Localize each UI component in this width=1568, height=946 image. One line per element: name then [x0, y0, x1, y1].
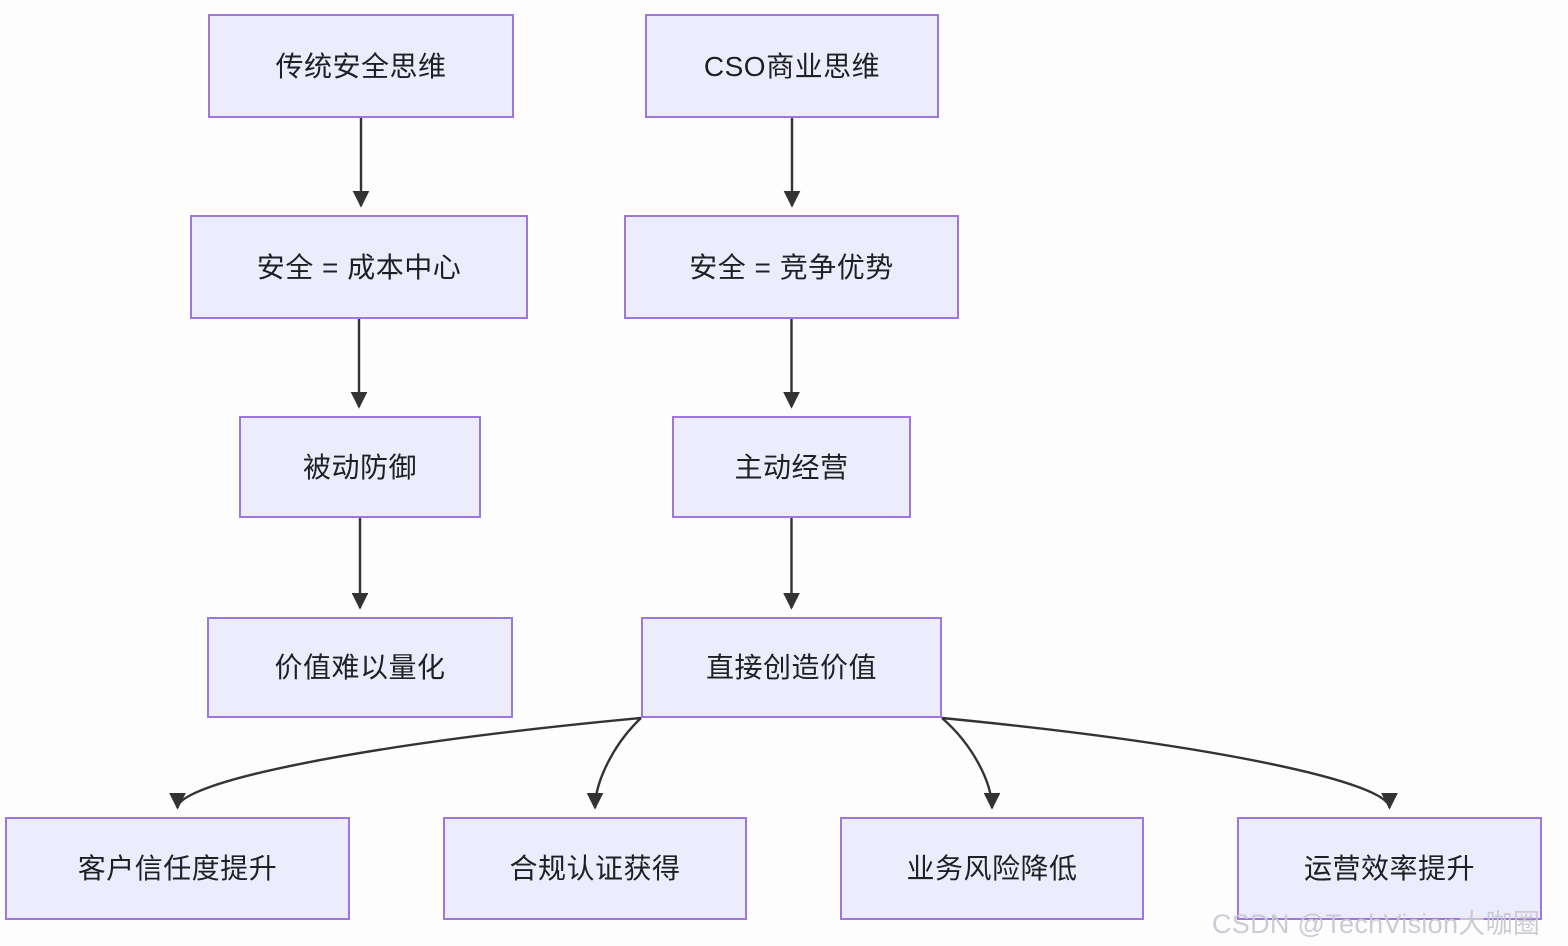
node-label: 传统安全思维 [275, 50, 447, 82]
node-label: 合规认证获得 [509, 853, 681, 884]
node-cso-business-mindset[interactable]: CSO商业思维 [645, 14, 939, 118]
node-security-equals-cost-center[interactable]: 安全 = 成本中心 [190, 215, 528, 319]
edge-n8-to-n9 [169, 716, 642, 810]
node-label: 被动防御 [302, 451, 417, 483]
node-active-operation[interactable]: 主动经营 [672, 416, 911, 518]
node-label: 主动经营 [734, 451, 849, 483]
node-label: 运营效率提升 [1303, 853, 1475, 884]
node-label: 安全 = 竞争优势 [689, 251, 894, 283]
node-value-hard-to-quantify[interactable]: 价值难以量化 [207, 617, 513, 718]
node-label: 安全 = 成本中心 [256, 251, 462, 283]
edge-n8-to-n12 [941, 716, 1398, 810]
node-label: 直接创造价值 [705, 652, 877, 683]
node-business-risk-reduced[interactable]: 业务风险降低 [840, 817, 1144, 920]
node-directly-creates-value[interactable]: 直接创造价值 [641, 617, 942, 718]
node-operational-efficiency-increase[interactable]: 运营效率提升 [1237, 817, 1542, 920]
node-label: CSO商业思维 [703, 50, 881, 82]
node-label: 价值难以量化 [274, 652, 446, 683]
node-customer-trust-increase[interactable]: 客户信任度提升 [5, 817, 350, 920]
node-compliance-certification-obtained[interactable]: 合规认证获得 [443, 817, 747, 920]
node-security-equals-competitive-advantage[interactable]: 安全 = 竞争优势 [624, 215, 959, 319]
node-label: 业务风险降低 [906, 853, 1078, 884]
edge-n8-to-n10 [586, 717, 642, 810]
node-label: 客户信任度提升 [77, 853, 278, 884]
edge-n8-to-n11 [941, 717, 1001, 810]
csdn-watermark: CSDN @TechVision大咖圈 [1212, 909, 1541, 939]
node-traditional-security-mindset[interactable]: 传统安全思维 [208, 14, 514, 118]
node-passive-defense[interactable]: 被动防御 [239, 416, 481, 518]
